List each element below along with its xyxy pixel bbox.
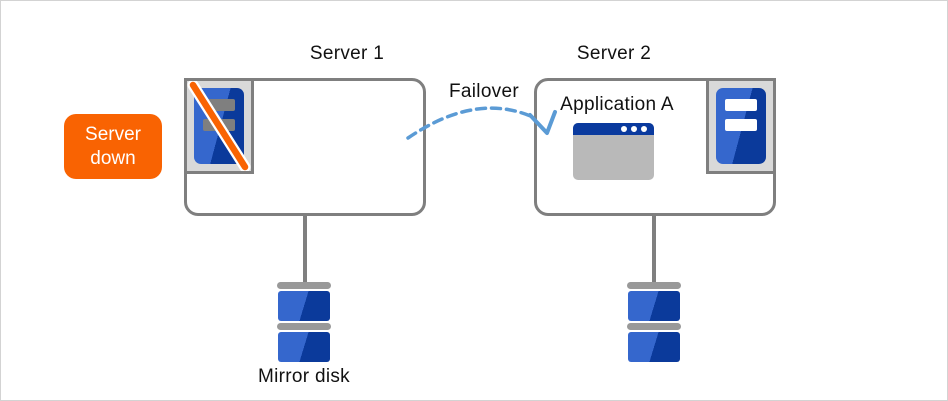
window-dot-icon: [621, 126, 627, 132]
application-label: Application A: [560, 94, 674, 115]
disk-platter: [628, 291, 680, 321]
mirror-disk-icon-left: [277, 282, 331, 362]
server-stripe: [725, 119, 757, 131]
window-dot-icon: [641, 126, 647, 132]
disk-cap: [277, 282, 331, 289]
failover-label: Failover: [449, 81, 519, 102]
disk-platter: [278, 332, 330, 362]
server-down-badge: Server down: [64, 114, 162, 179]
server2-icon-frame: [706, 78, 776, 174]
server-stripe: [725, 99, 757, 111]
server2-label: Server 2: [576, 43, 652, 64]
server-down-badge-line1: Server: [85, 123, 141, 145]
mirror-disk-label: Mirror disk: [258, 366, 350, 387]
disk-cap: [277, 323, 331, 330]
server1-icon-frame: [184, 78, 254, 174]
mirror-disk-icon-right: [627, 282, 681, 362]
server1-label: Server 1: [309, 43, 385, 64]
disk-cap: [627, 282, 681, 289]
window-dot-icon: [631, 126, 637, 132]
disk-cap: [627, 323, 681, 330]
server2-server-icon: [716, 88, 766, 164]
server-down-slash-icon: [187, 81, 251, 171]
server-down-badge-line2: down: [90, 147, 136, 169]
disk-platter: [278, 291, 330, 321]
app-window-icon: [573, 123, 654, 180]
disk-platter: [628, 332, 680, 362]
app-window-titlebar: [573, 123, 654, 135]
